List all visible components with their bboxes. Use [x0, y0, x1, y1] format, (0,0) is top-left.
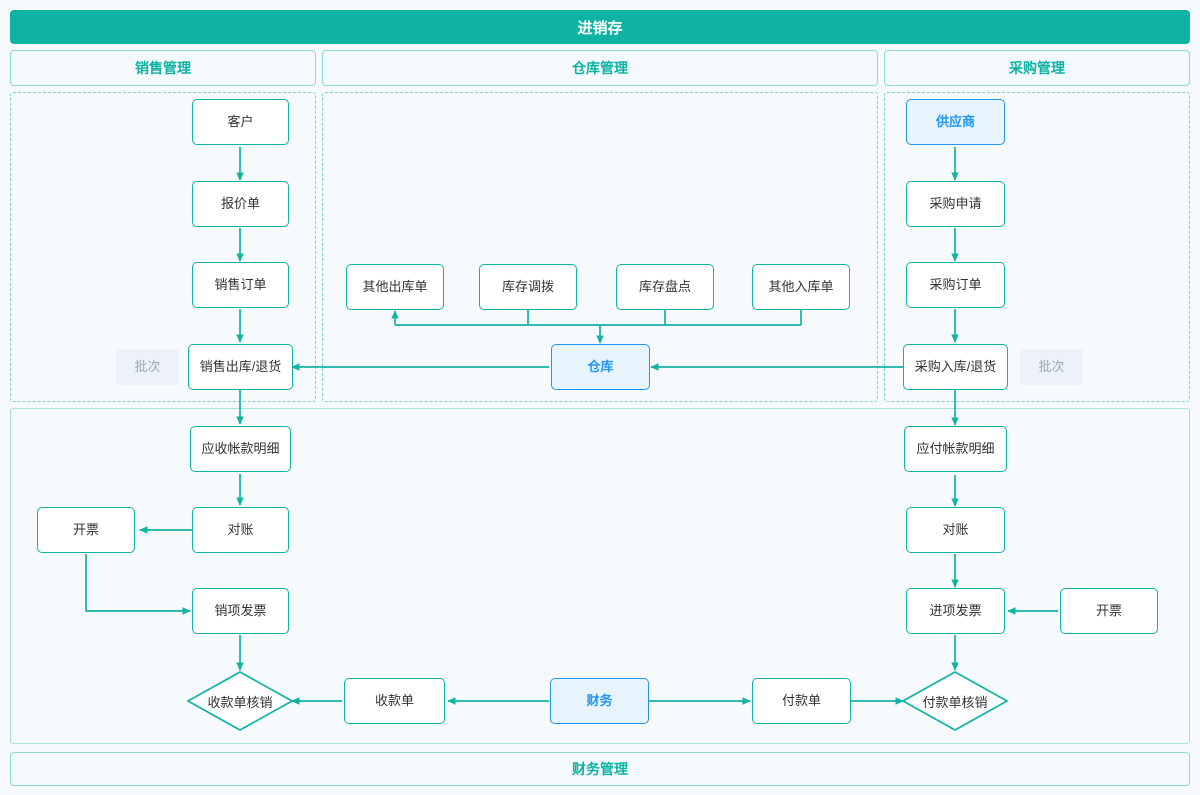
node-payable-detail[interactable]: 应付帐款明细 [904, 426, 1007, 472]
node-stock-transfer[interactable]: 库存调拨 [479, 264, 577, 310]
footer-label-finance: 财务管理 [572, 761, 628, 777]
main-title-banner: 进销存 [10, 10, 1190, 44]
section-label-warehouse: 仓库管理 [572, 60, 628, 76]
node-label: 销售出库/退货 [199, 359, 282, 375]
node-sales-outbound[interactable]: 销售出库/退货 [188, 344, 293, 390]
region-warehouse [322, 92, 878, 402]
node-invoice-right[interactable]: 开票 [1060, 588, 1158, 634]
region-finance [10, 408, 1190, 744]
node-finance[interactable]: 财务 [550, 678, 649, 724]
node-label: 仓库 [587, 359, 614, 375]
node-sales-order[interactable]: 销售订单 [192, 262, 289, 308]
node-other-inbound[interactable]: 其他入库单 [752, 264, 850, 310]
node-label: 供应商 [935, 114, 975, 130]
node-label: 库存盘点 [638, 279, 691, 295]
section-label-sales: 销售管理 [135, 60, 191, 76]
node-label: 应付帐款明细 [916, 441, 995, 457]
section-header-purchase: 采购管理 [884, 50, 1190, 86]
node-purchase-request[interactable]: 采购申请 [906, 181, 1005, 227]
node-label: 对账 [227, 522, 254, 538]
node-reconcile-left[interactable]: 对账 [192, 507, 289, 553]
node-warehouse[interactable]: 仓库 [551, 344, 650, 390]
node-label: 库存调拨 [501, 279, 554, 295]
node-label: 其他出库单 [362, 279, 428, 295]
node-invoice-left[interactable]: 开票 [37, 507, 135, 553]
region-purchase [884, 92, 1190, 402]
node-receivable-detail[interactable]: 应收帐款明细 [190, 426, 291, 472]
node-label: 财务 [586, 693, 613, 709]
section-header-sales: 销售管理 [10, 50, 316, 86]
node-label: 报价单 [220, 196, 260, 212]
node-label: 采购申请 [929, 196, 982, 212]
node-quotation[interactable]: 报价单 [192, 181, 289, 227]
node-label: 销项发票 [214, 603, 267, 619]
node-label: 对账 [942, 522, 969, 538]
node-label: 客户 [227, 114, 254, 130]
node-label: 收款单 [374, 693, 414, 709]
node-input-invoice[interactable]: 进项发票 [906, 588, 1005, 634]
node-purchase-inbound[interactable]: 采购入库/退货 [903, 344, 1008, 390]
node-receipt-writeoff[interactable]: 收款单核销 [188, 672, 292, 730]
node-stock-check[interactable]: 库存盘点 [616, 264, 714, 310]
chip-label: 批次 [134, 359, 161, 375]
node-other-outbound[interactable]: 其他出库单 [346, 264, 444, 310]
footer-banner-finance: 财务管理 [10, 752, 1190, 786]
chip-label: 批次 [1038, 359, 1065, 375]
chip-batch-left: 批次 [116, 349, 179, 385]
section-label-purchase: 采购管理 [1009, 60, 1065, 76]
node-receipt-note[interactable]: 收款单 [344, 678, 445, 724]
section-header-warehouse: 仓库管理 [322, 50, 878, 86]
chip-batch-right: 批次 [1020, 349, 1083, 385]
diamond-receipt-writeoff [186, 671, 294, 731]
node-customer[interactable]: 客户 [192, 99, 289, 145]
node-label: 收款单核销 [207, 694, 273, 710]
node-label: 进项发票 [929, 603, 982, 619]
node-label: 销售订单 [214, 277, 267, 293]
node-label: 其他入库单 [768, 279, 834, 295]
node-label: 开票 [72, 522, 99, 538]
node-supplier[interactable]: 供应商 [906, 99, 1005, 145]
node-label: 付款单 [781, 693, 821, 709]
main-title-text: 进销存 [577, 19, 623, 37]
node-reconcile-right[interactable]: 对账 [906, 507, 1005, 553]
node-output-invoice[interactable]: 销项发票 [192, 588, 289, 634]
diamond-payment-writeoff [901, 671, 1009, 731]
node-purchase-order[interactable]: 采购订单 [906, 262, 1005, 308]
node-label: 应收帐款明细 [201, 441, 280, 457]
region-sales [10, 92, 316, 402]
node-label: 付款单核销 [922, 694, 988, 710]
node-label: 采购订单 [929, 277, 982, 293]
node-payment-note[interactable]: 付款单 [752, 678, 851, 724]
node-label: 开票 [1095, 603, 1122, 619]
node-label: 采购入库/退货 [914, 359, 997, 375]
node-payment-writeoff[interactable]: 付款单核销 [903, 672, 1007, 730]
